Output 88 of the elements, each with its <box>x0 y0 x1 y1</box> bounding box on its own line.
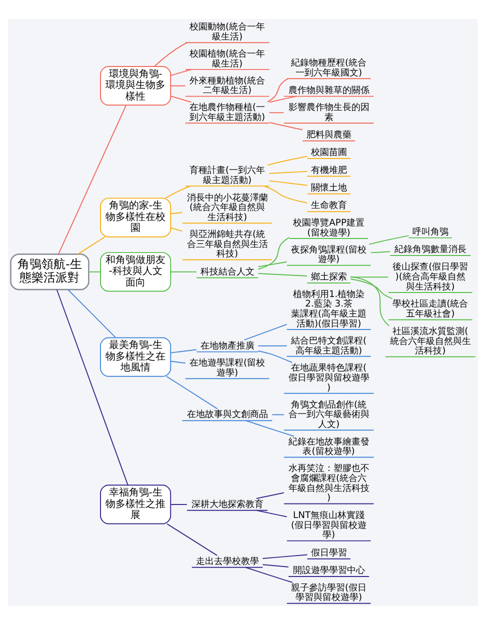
connector <box>258 350 293 362</box>
connector <box>88 270 101 272</box>
connector <box>170 84 186 86</box>
connector <box>268 170 308 174</box>
node-text: 結合巴特文創課程(高年級主題活動) <box>291 334 367 356</box>
connector <box>170 360 186 364</box>
connector <box>262 554 308 558</box>
node-text: 校園苗圃 <box>310 146 347 158</box>
node-box: 最美角鴞-生物多樣性之在地風情 <box>100 336 172 376</box>
node-text: 科技結合人文 <box>200 266 254 277</box>
connector <box>262 564 289 567</box>
node-text: 影響農作物生長的因素 <box>288 102 370 123</box>
node-text: 呼叫角鴞 <box>412 226 448 237</box>
connector <box>269 122 303 130</box>
node-text: 水再笑泣：塑膠也不會腐爛課程(統合六年級自然與生活科技) <box>288 462 370 504</box>
connector <box>256 509 288 517</box>
node-text: 植物利用1.植物染 2.藍染 3.茶葉課程(高年級主題活動)(假日學習) <box>291 288 367 329</box>
node-text: 走出去學校教學 <box>196 555 259 566</box>
connector <box>245 420 295 436</box>
node-text: 外來種動植物(統合二年級生活) <box>189 74 266 96</box>
node-text: 校園動物(統合一年級生活) <box>189 21 266 42</box>
connector <box>68 288 116 338</box>
node-text: 消長中的小花蔓澤蘭(統合六年級自然與生活科技) <box>186 192 268 222</box>
node-text: 角鴞文創品創作(統合一到六年級藝術與人文) <box>288 398 370 430</box>
connector <box>165 185 191 198</box>
connector <box>154 42 188 66</box>
node-text: 肥料與農藥 <box>306 128 352 140</box>
node-box: 環境與角鴞-環境與生物多樣性 <box>100 66 172 106</box>
node-box: 角鴞領航-生態樂活派對 <box>10 253 90 290</box>
connector <box>245 566 293 582</box>
connector <box>264 185 308 203</box>
connector <box>244 323 288 340</box>
node-text: 校園導覽APP建置(留校遊學) <box>293 217 364 238</box>
node-text: 深耕大地探索教育 <box>191 498 264 510</box>
connector <box>350 278 393 299</box>
connector <box>58 104 127 254</box>
node-text: 夜探角鴞課程(留校遊學) <box>291 244 367 265</box>
connector <box>268 95 297 102</box>
connector <box>266 78 288 102</box>
node-text: 在地蔬果特色課程(假日學習與留校遊學) <box>288 362 370 393</box>
connector <box>170 226 183 232</box>
node-text: 假日學習 <box>310 546 347 558</box>
connector <box>256 492 284 498</box>
node-text: 紀錄在地故事繪畫發表(留校遊學) <box>288 436 370 457</box>
connector <box>170 503 188 504</box>
connector <box>56 288 128 486</box>
node-text: LNT無痕山林實踐(假日學習與留校遊學) <box>291 510 367 540</box>
connector <box>267 155 308 166</box>
connector <box>170 95 192 102</box>
node-text: 鄉土探索 <box>310 271 347 282</box>
connector <box>272 414 284 415</box>
node-text: 親子參訪學習(假日學習與留校遊學) <box>291 582 367 603</box>
node-text: 農作物與雜草的關係 <box>288 84 370 96</box>
connector <box>170 212 183 214</box>
connector <box>368 234 410 244</box>
connector <box>258 272 308 276</box>
node-text: 關懷土地 <box>310 182 347 193</box>
connector <box>78 236 106 254</box>
connector <box>170 68 192 76</box>
connector <box>370 250 391 253</box>
node-text: 後山探查(假日學習)(統合高年級自然與生活科技) <box>392 261 468 292</box>
node-text: 紀錄角鴞數量消長 <box>394 244 466 255</box>
node-text: 在地遊學課程(留校遊學) <box>189 357 266 378</box>
connector <box>258 236 290 270</box>
connector <box>258 260 288 267</box>
node-text: 與亞洲錦蛙共存(統合三年級自然與生活科技) <box>186 228 268 260</box>
node-box: 角鴞的家-生物多樣性在校園 <box>100 197 172 237</box>
node-text: 學校社區走讀(統合五年級社會) <box>392 298 468 320</box>
node-text: 在地物產推廣 <box>200 340 254 351</box>
connector <box>268 112 284 113</box>
node-box: 和角鴞做朋友-科技與人文面向 <box>100 252 172 292</box>
node-text: 育種計畫(一到六年級主題活動) <box>189 164 266 186</box>
node-text: 在地農作物種植(一到六年級主題活動) <box>189 102 266 123</box>
node-text: 生命教育 <box>310 200 347 211</box>
connector <box>166 375 218 409</box>
connector <box>258 344 288 346</box>
node-text: 紀錄物種歷程(統合一到六年級國文) <box>291 57 367 78</box>
connector <box>170 348 197 353</box>
node-text: 有機堆肥 <box>310 164 347 176</box>
connector <box>166 522 218 556</box>
node-text: 社區溪流水質監測(統合六年級自然與生活科技) <box>390 325 471 356</box>
node-text: 開設遊學學習中心 <box>292 564 365 576</box>
node-text: 校園植物(統合一年級生活) <box>189 48 266 69</box>
connector <box>170 270 197 272</box>
node-box: 幸福角鴞-生物多樣性之推展 <box>100 484 172 524</box>
connector <box>268 180 308 186</box>
connector <box>350 276 390 326</box>
node-text: 在地故事與文創商品 <box>186 408 268 420</box>
